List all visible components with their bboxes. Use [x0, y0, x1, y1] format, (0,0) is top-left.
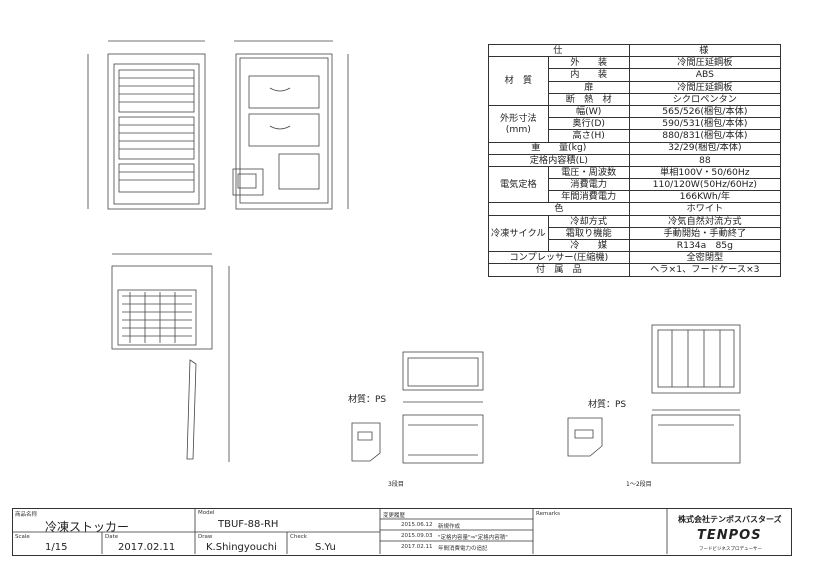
spec-group-material: 材 質: [488, 56, 549, 106]
spec-group-capacity: 定格内容積(L): [488, 153, 630, 167]
history-date: 2015.09.03: [401, 533, 433, 539]
history-date: 2017.02.11: [401, 544, 433, 550]
model-label: Model: [198, 510, 215, 516]
spec-item: 冷却方式: [547, 214, 630, 228]
history-label: 変更履歴: [383, 513, 406, 519]
product-name-label: 商品名称: [15, 512, 38, 518]
spec-item: 高さ(H): [547, 129, 630, 143]
history-text: 年間消費電力の追記: [438, 546, 488, 552]
material-label-left: 材質：PS: [348, 395, 387, 405]
tier-label-3: 3段目: [388, 481, 404, 488]
draw-label: Draw: [198, 534, 213, 540]
history-text: "定格内容量"⇒"定格内容積": [438, 535, 508, 541]
spec-item: 電圧・周波数: [547, 165, 630, 180]
spec-header-right: 様: [628, 43, 782, 58]
company-logo: TENPOS: [697, 528, 762, 543]
basket-tier3-drawing: [351, 351, 484, 464]
spec-item: 幅(W): [547, 104, 630, 119]
spec-item: 消費電力: [547, 178, 630, 192]
top-view: [111, 253, 230, 462]
model-value: TBUF-88-RH: [218, 519, 279, 530]
check-value: S.Yu: [315, 542, 336, 553]
spec-group-electrical: 電気定格: [488, 165, 549, 204]
spec-group-dimensions: 外形寸法 (mm): [488, 104, 549, 143]
spec-value: 110/120W(50Hz/60Hz): [628, 178, 782, 192]
spec-value: 880/831(梱包/本体): [628, 129, 782, 143]
spec-value: 冷間圧延鋼板: [628, 56, 782, 70]
spec-group-accessories: 付 属 品: [488, 263, 630, 277]
spec-item: 断 熱 材: [547, 92, 630, 106]
check-label: Check: [290, 534, 307, 540]
spec-value: 手動開始・手動終了: [628, 226, 782, 241]
spec-value: 単相100V・50/60Hz: [628, 165, 782, 180]
spec-value: 32/29(梱包/本体): [628, 141, 782, 155]
side-view: [232, 40, 349, 210]
spec-value: R134a 85g: [628, 238, 782, 253]
spec-group-cycle: 冷凍サイクル: [488, 214, 549, 253]
spec-value: 88: [628, 153, 782, 167]
spec-item: 霜取り機能: [547, 226, 630, 241]
date-value: 2017.02.11: [118, 542, 176, 553]
spec-group-compressor: コンプレッサー(圧縮機): [488, 251, 630, 265]
history-text: 新規作成: [438, 524, 461, 530]
spec-value: 冷間圧延鋼板: [628, 80, 782, 94]
title-block-grid: [12, 508, 668, 554]
product-name: 冷凍ストッカー: [45, 520, 130, 534]
spec-value: ABS: [628, 68, 782, 82]
basket-tier12-drawing: [567, 324, 741, 464]
spec-value: 166KWh/年: [628, 190, 782, 204]
tier-label-12: 1～2段目: [626, 481, 652, 488]
spec-header-left: 仕: [488, 43, 630, 58]
date-label: Date: [105, 534, 119, 540]
spec-group-weight: 重 量(kg): [488, 141, 630, 155]
company-name: 株式会社テンポスバスターズ: [678, 515, 782, 524]
spec-item: 扉: [547, 80, 630, 94]
spec-value: 565/526(梱包/本体): [628, 104, 782, 119]
spec-value: シクロペンタン: [628, 92, 782, 106]
spec-value: ヘラ×1、フードケース×3: [628, 263, 782, 277]
spec-item: 外 装: [547, 56, 630, 70]
history-date: 2015.06.12: [401, 522, 433, 528]
material-label-right: 材質：PS: [588, 400, 627, 410]
spec-item: 年間消費電力: [547, 190, 630, 204]
spec-item: 内 装: [547, 68, 630, 82]
title-block: 商品名称 冷凍ストッカー Model TBUF-88-RH Scale 1/15…: [12, 508, 792, 556]
spec-value: 冷気自然対流方式: [628, 214, 782, 228]
spec-value: 全密閉型: [628, 251, 782, 265]
spec-group-color: 色: [488, 202, 630, 216]
scale-label: Scale: [15, 534, 30, 540]
scale-value: 1/15: [45, 542, 68, 553]
spec-item: 奥行(D): [547, 117, 630, 131]
front-view: [87, 40, 206, 210]
spec-value: 590/531(梱包/本体): [628, 117, 782, 131]
remarks-label: Remarks: [536, 511, 560, 517]
company-logo-sub: フードビジネスプロデューサー: [699, 547, 762, 552]
draw-value: K.Shingyouchi: [206, 542, 277, 553]
spec-value: ホワイト: [628, 202, 782, 216]
spec-item: 冷 媒: [547, 238, 630, 253]
